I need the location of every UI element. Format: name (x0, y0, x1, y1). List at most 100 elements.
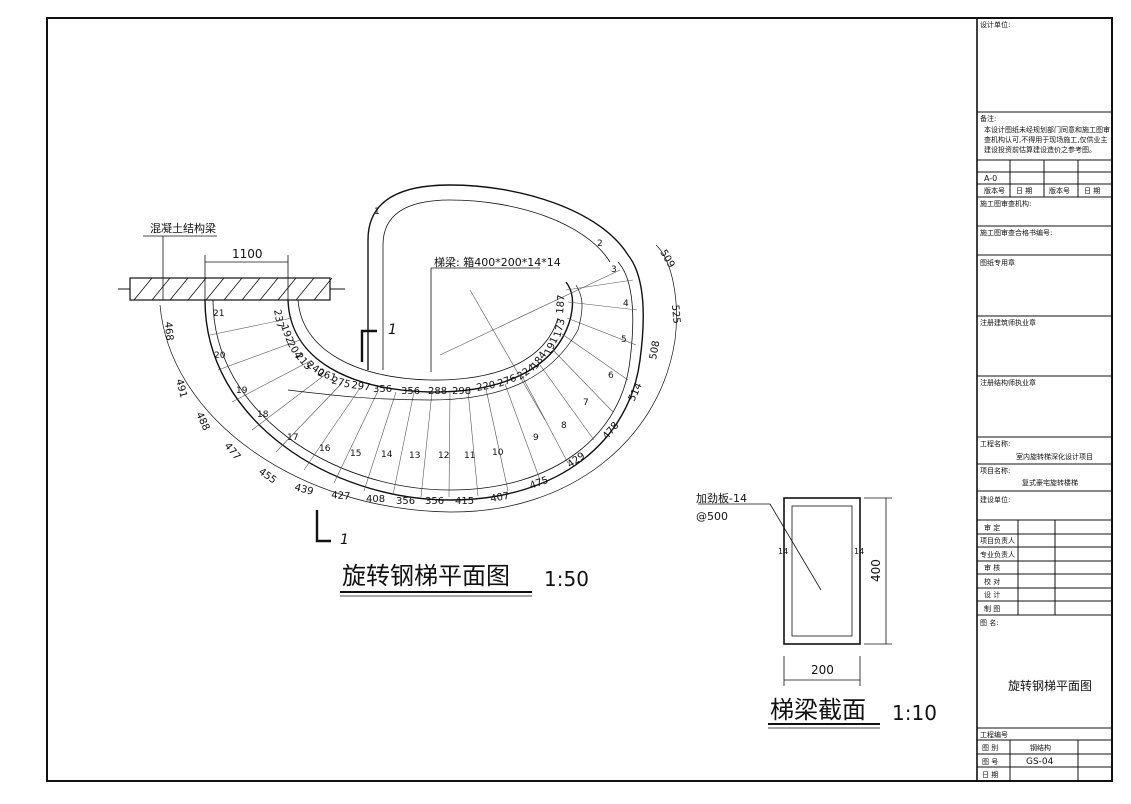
outer-dim-label: 429 (565, 450, 587, 470)
sheet-name: 旋转钢梯平面图 (1008, 678, 1092, 693)
inner-dim-label: 356 (373, 384, 392, 395)
reg-architect: 注册建筑师执业章 (980, 318, 1036, 327)
outer-dim-label: 356 (396, 496, 415, 507)
drawing-seal: 图纸专用章 (980, 258, 1015, 267)
outer-dim-label: 514 (627, 381, 645, 403)
plan-title: 旋转钢梯平面图 (342, 562, 510, 590)
outer-dim-label: 488 (193, 411, 211, 433)
sheet-name-label: 图 名: (980, 618, 999, 627)
outer-dim-label: 439 (293, 482, 314, 498)
project-no-label: 工程编号 (980, 730, 1008, 739)
step-number: 20 (214, 351, 226, 361)
step-number: 8 (561, 421, 567, 431)
notes-line-2: 查机构认可,不得用于现场施工,仅供业主 (984, 135, 1107, 144)
reg-structural: 注册结构师执业章 (980, 378, 1036, 387)
section-width: 200 (811, 663, 834, 677)
outer-dim-label: 427 (331, 490, 351, 503)
notes-line-3: 建设投资前估算建设造价之参考图。 (984, 145, 1096, 154)
review-org: 施工图审查机构: (980, 199, 1031, 208)
outer-dim-label: 356 (425, 496, 444, 507)
step-number: 18 (257, 410, 269, 420)
category-label: 图 别 (982, 743, 998, 752)
outer-dim-label: 525 (669, 304, 682, 324)
step-number: 7 (583, 398, 589, 408)
outer-dim-label: 509 (657, 248, 676, 270)
sheet-no-label: 图 号 (982, 758, 998, 766)
version-value: A-0 (984, 174, 997, 183)
step-number: 2 (597, 239, 603, 249)
step-number: 11 (464, 451, 475, 461)
outer-dimensions: 5095255085144784294754074153563564084274… (162, 248, 682, 507)
outer-dim-label: 491 (173, 378, 189, 399)
stiffener-label: 加劲板-14 (696, 491, 747, 505)
outer-dim-label: 508 (648, 340, 662, 361)
inner-dim-label: 288 (428, 386, 447, 397)
tread-lines (209, 269, 638, 498)
section-cut-top (360, 329, 377, 362)
project-name: 室内旋转梯深化设计项目 (1016, 452, 1093, 461)
section-title: 梯梁截面 (770, 696, 866, 724)
date-label-2: 日 期 (1084, 187, 1100, 195)
inner-dim-label: 187 (555, 294, 568, 314)
beam-dim-value: 1100 (232, 247, 263, 261)
concrete-beam (118, 277, 345, 301)
section-cut-bottom (315, 510, 331, 543)
project-name-label: 工程名称: (980, 439, 1010, 448)
section-thk-right: 14 (854, 547, 864, 556)
build-unit: 建设单位: (980, 495, 1010, 504)
stiffener-spacing: @500 (696, 510, 728, 523)
inner-dim-label: 220 (476, 380, 497, 394)
outer-dim-label: 407 (490, 491, 511, 505)
check-label: 校 对 (984, 577, 1000, 586)
version-label-1: 版本号 (984, 186, 1005, 195)
inner-dim-label: 191 (543, 335, 561, 357)
design-label: 设 计 (984, 590, 1000, 599)
outer-dim-label: 415 (455, 496, 474, 507)
outer-dim-label: 408 (366, 494, 385, 505)
approve-label: 审 定 (984, 523, 1000, 532)
step-number: 21 (213, 309, 224, 319)
item-name-label: 项目名称: (980, 466, 1010, 475)
outer-dim-label: 478 (601, 420, 622, 442)
step-number: 17 (287, 433, 298, 443)
stair-outline (204, 184, 644, 501)
step-number: 6 (608, 371, 614, 381)
section-mark-top: 1 (388, 322, 397, 338)
step-number: 16 (319, 444, 331, 454)
step-number: 9 (533, 433, 539, 443)
step-number: 3 (611, 265, 617, 275)
beam-note: 梯梁: 箱400*200*14*14 (434, 255, 561, 269)
project-lead-label: 项目负责人 (980, 536, 1015, 545)
inner-dim-label: 297 (351, 380, 371, 394)
review-cert: 施工图审查合格书编号: (980, 228, 1052, 237)
inner-dim-label: 298 (452, 386, 471, 397)
step-number: 13 (409, 451, 420, 461)
inner-dim-label: 356 (401, 386, 420, 397)
design-unit-label: 设计单位: (980, 20, 1010, 29)
outer-dim-label: 455 (256, 466, 278, 486)
step-number: 19 (236, 386, 248, 396)
item-name: 复式豪宅旋转楼梯 (1022, 478, 1078, 487)
date-label: 日 期 (982, 771, 998, 779)
concrete-beam-label: 混凝土结构梁 (150, 221, 216, 235)
inner-dim-label: 237 (271, 309, 285, 330)
notes-title: 备注: (980, 114, 996, 123)
step-number: 12 (438, 451, 449, 461)
sheet-no-value: GS-04 (1026, 757, 1054, 767)
section-height: 400 (869, 559, 883, 582)
step-number: 5 (621, 335, 627, 345)
discipline-lead-label: 专业负责人 (980, 550, 1015, 559)
notes-line-1: 本设计图纸未经规划部门同意和施工图审 (984, 125, 1110, 134)
inner-dim-label: 275 (330, 375, 351, 391)
review-label: 审 核 (984, 563, 1000, 572)
section-mark-bottom: 1 (340, 532, 349, 548)
inner-dim-label: 276 (496, 373, 518, 390)
date-label-1: 日 期 (1016, 187, 1032, 195)
draw-label: 制 图 (984, 604, 1000, 613)
drawing-frame (46, 17, 1113, 782)
beam-section (698, 497, 892, 686)
outer-dim-label: 468 (162, 321, 175, 341)
